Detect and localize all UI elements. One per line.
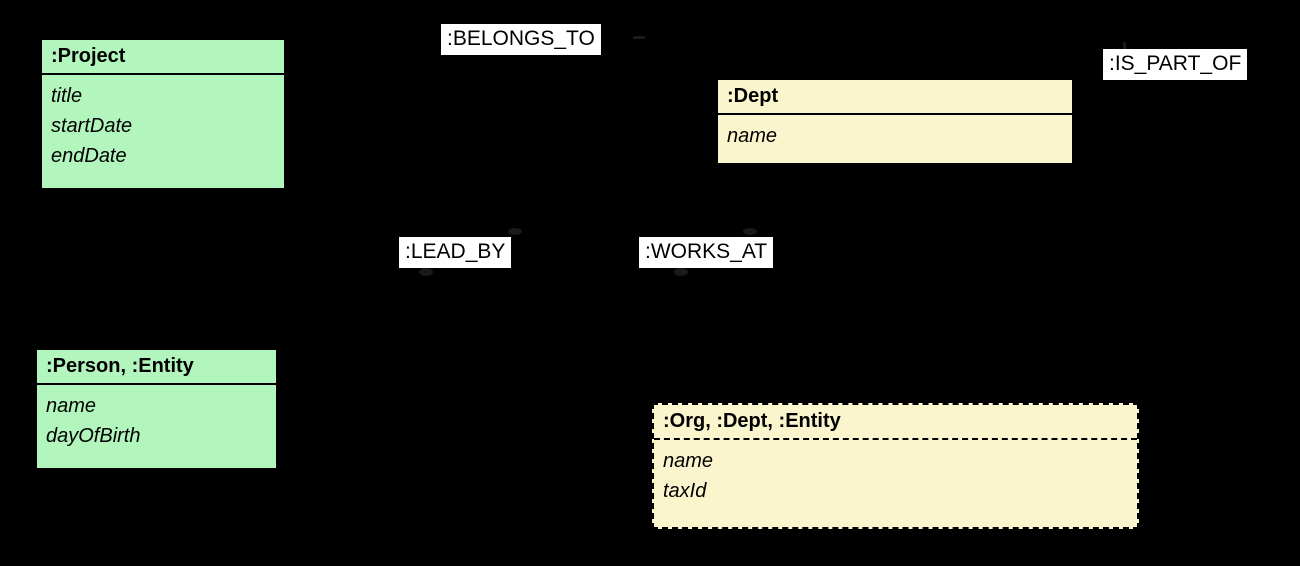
node-person-entity-header: :Person, :Entity (37, 350, 276, 385)
relationship-label-is-part-of[interactable]: :IS_PART_OF (1103, 49, 1248, 80)
node-org-dept-entity-properties: name taxId (654, 440, 1137, 527)
property-startdate: startDate (51, 115, 133, 137)
node-person-entity[interactable]: :Person, :Entity name dayOfBirth (35, 348, 278, 470)
edge-fragment-belongs-to-arrow (633, 36, 645, 39)
relationship-label-works-at[interactable]: :WORKS_AT (639, 237, 774, 268)
relationship-label-belongs-to[interactable]: :BELONGS_TO (441, 24, 601, 55)
node-project[interactable]: :Project title startDate endDate (40, 38, 286, 190)
node-org-dept-entity-header: :Org, :Dept, :Entity (654, 405, 1137, 440)
property-taxid: taxId (663, 480, 707, 502)
property-name: name (46, 395, 97, 417)
property-name: name (727, 125, 778, 147)
edge-fragment-lead-by-bottom (419, 268, 433, 276)
relationship-label-lead-by[interactable]: :LEAD_BY (399, 237, 512, 268)
node-dept-properties: name (718, 115, 1072, 163)
edge-fragment-works-at-bottom (674, 268, 688, 276)
property-enddate: endDate (51, 145, 127, 167)
node-org-dept-entity[interactable]: :Org, :Dept, :Entity name taxId (652, 403, 1139, 529)
property-name: name (663, 450, 714, 472)
edge-fragment-works-at-top (743, 228, 757, 235)
node-dept-header: :Dept (718, 80, 1072, 115)
node-project-header: :Project (42, 40, 284, 75)
node-person-entity-properties: name dayOfBirth (37, 385, 276, 468)
property-title: title (51, 85, 83, 107)
property-dayofbirth: dayOfBirth (46, 425, 141, 447)
node-dept[interactable]: :Dept name (716, 78, 1074, 165)
node-project-properties: title startDate endDate (42, 75, 284, 188)
edge-fragment-lead-by-top (508, 228, 522, 235)
edge-fragment-is-part-of-tick (1123, 42, 1126, 50)
